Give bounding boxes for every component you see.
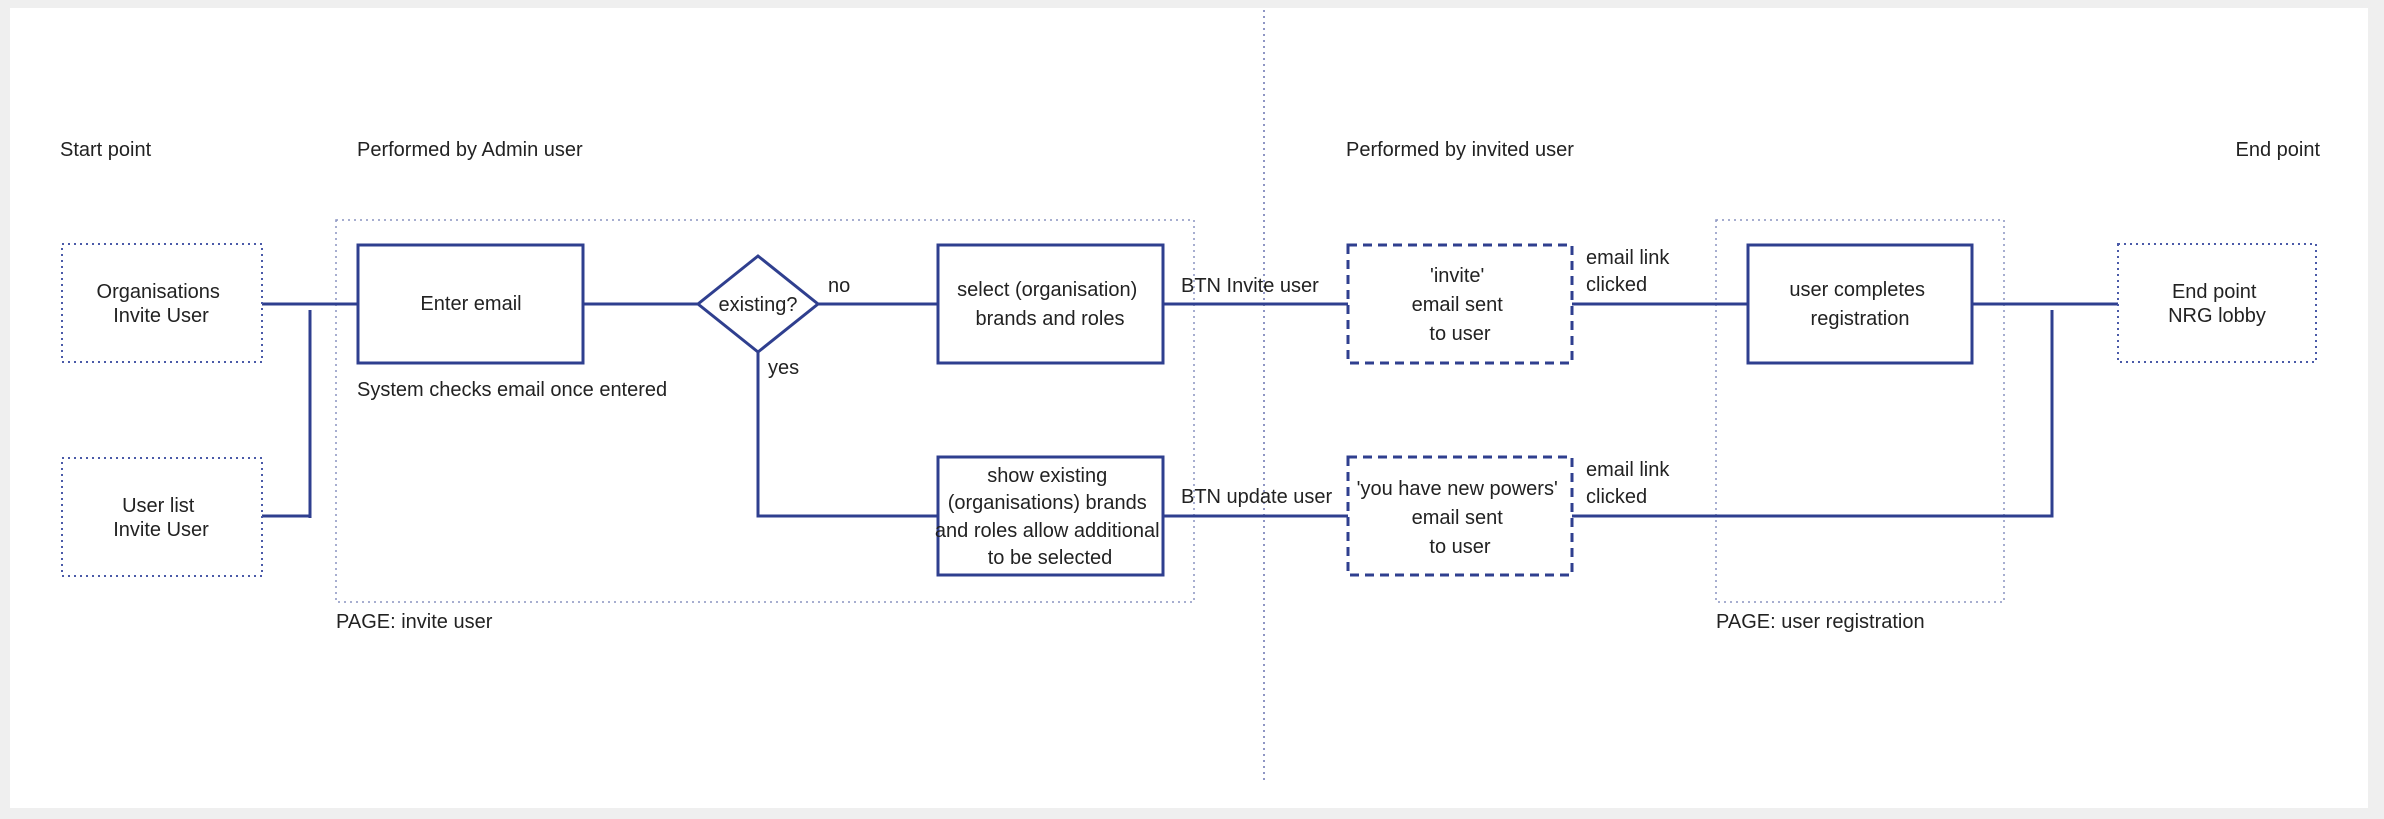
edge-label-line: email link bbox=[1586, 459, 1670, 481]
header-invited-user: Performed by invited user bbox=[1346, 139, 1574, 161]
edge-label-line: clicked bbox=[1586, 486, 1647, 508]
node-text-line: Organisations bbox=[97, 281, 220, 303]
node-text-line: Invite User bbox=[113, 305, 209, 327]
node-text-line: 'you have new powers' bbox=[1357, 478, 1558, 500]
node-text-line: to user bbox=[1429, 323, 1490, 345]
edge-label-no: no bbox=[828, 275, 850, 297]
connectors bbox=[262, 302, 2118, 518]
header-end-point: End point bbox=[2235, 139, 2320, 161]
node-invite-email-sent: 'invite' email sent to user bbox=[1346, 243, 1574, 365]
edge-label-btn-invite-user: BTN Invite user bbox=[1181, 275, 1319, 297]
node-text-line: NRG lobby bbox=[2168, 305, 2266, 327]
svg-text:select (organisation) br: select (organisation) brands and roles bbox=[957, 279, 1143, 330]
node-text-line: registration bbox=[1811, 308, 1910, 330]
node-text-line: End point bbox=[2172, 281, 2257, 303]
svg-text:existing?: existing? bbox=[719, 294, 798, 316]
node-existing-decision: existing? bbox=[695, 254, 821, 354]
svg-text:'invite' email sent: 'invite' email sent to user bbox=[1412, 265, 1509, 345]
node-userlist-invite-user: User list Invite User bbox=[61, 457, 263, 577]
header-start-point: Start point bbox=[60, 139, 152, 161]
svg-text:'you have new powers' em: 'you have new powers' email sent to user bbox=[1357, 478, 1564, 558]
node-end-nrg-lobby: End point NRG lobby bbox=[2117, 243, 2317, 363]
canvas bbox=[10, 8, 2368, 808]
edge-label-line: email link bbox=[1586, 247, 1670, 269]
node-show-existing-brands: show existing (organisations) brands and… bbox=[935, 455, 1165, 577]
node-text-line: user completes bbox=[1789, 279, 1925, 301]
svg-text:User list Invite User: User list Invite User bbox=[113, 495, 209, 541]
node-text-line: email sent bbox=[1412, 294, 1504, 316]
group-label-user-registration: PAGE: user registration bbox=[1716, 611, 1925, 633]
group-label-invite-user: PAGE: invite user bbox=[336, 611, 493, 633]
node-text-line: to user bbox=[1429, 536, 1490, 558]
edge-label-line: clicked bbox=[1586, 274, 1647, 296]
node-text-line: User list bbox=[122, 495, 195, 517]
svg-text:show existing (organisat: show existing (organisations) brands and… bbox=[935, 465, 1165, 569]
node-text-line: Enter email bbox=[420, 293, 521, 315]
edge-label-yes: yes bbox=[768, 357, 799, 379]
user-registration-page-group bbox=[1715, 219, 2005, 603]
node-text-line: show existing bbox=[987, 465, 1107, 487]
node-text-line: existing? bbox=[719, 294, 798, 316]
node-select-brands-roles: select (organisation) brands and roles bbox=[936, 243, 1165, 365]
svg-text:End point NRG lobby: End point NRG lobby bbox=[2168, 281, 2266, 327]
svg-text:Organisations Invite Use: Organisations Invite User bbox=[97, 281, 226, 327]
invite-user-page-group bbox=[335, 219, 1195, 603]
node-text-line: and roles allow additional bbox=[935, 520, 1160, 542]
node-org-invite-user: Organisations Invite User bbox=[61, 243, 263, 363]
header-admin-user: Performed by Admin user bbox=[357, 139, 583, 161]
node-text-line: email sent bbox=[1412, 507, 1504, 529]
edge-label-btn-update-user: BTN update user bbox=[1181, 486, 1333, 508]
node-new-powers-email-sent: 'you have new powers' email sent to user bbox=[1346, 455, 1574, 577]
svg-text:Enter email: Enter email bbox=[420, 293, 521, 315]
node-text-line: Invite User bbox=[113, 519, 209, 541]
node-text-line: brands and roles bbox=[976, 308, 1125, 330]
edge-label-email-link-clicked: email link clicked bbox=[1586, 247, 1675, 296]
node-text-line: (organisations) brands bbox=[948, 492, 1147, 514]
svg-text:user completes registrat: user completes registration bbox=[1789, 279, 1930, 330]
node-enter-email: Enter email bbox=[356, 243, 585, 365]
edge-label-email-link-clicked-2: email link clicked bbox=[1586, 459, 1675, 508]
node-text-line: select (organisation) bbox=[957, 279, 1137, 301]
node-user-completes-registration: user completes registration bbox=[1746, 243, 1974, 365]
edge-label-system-checks: System checks email once entered bbox=[357, 379, 667, 401]
node-text-line: 'invite' bbox=[1430, 265, 1484, 287]
node-text-line: to be selected bbox=[988, 547, 1113, 569]
